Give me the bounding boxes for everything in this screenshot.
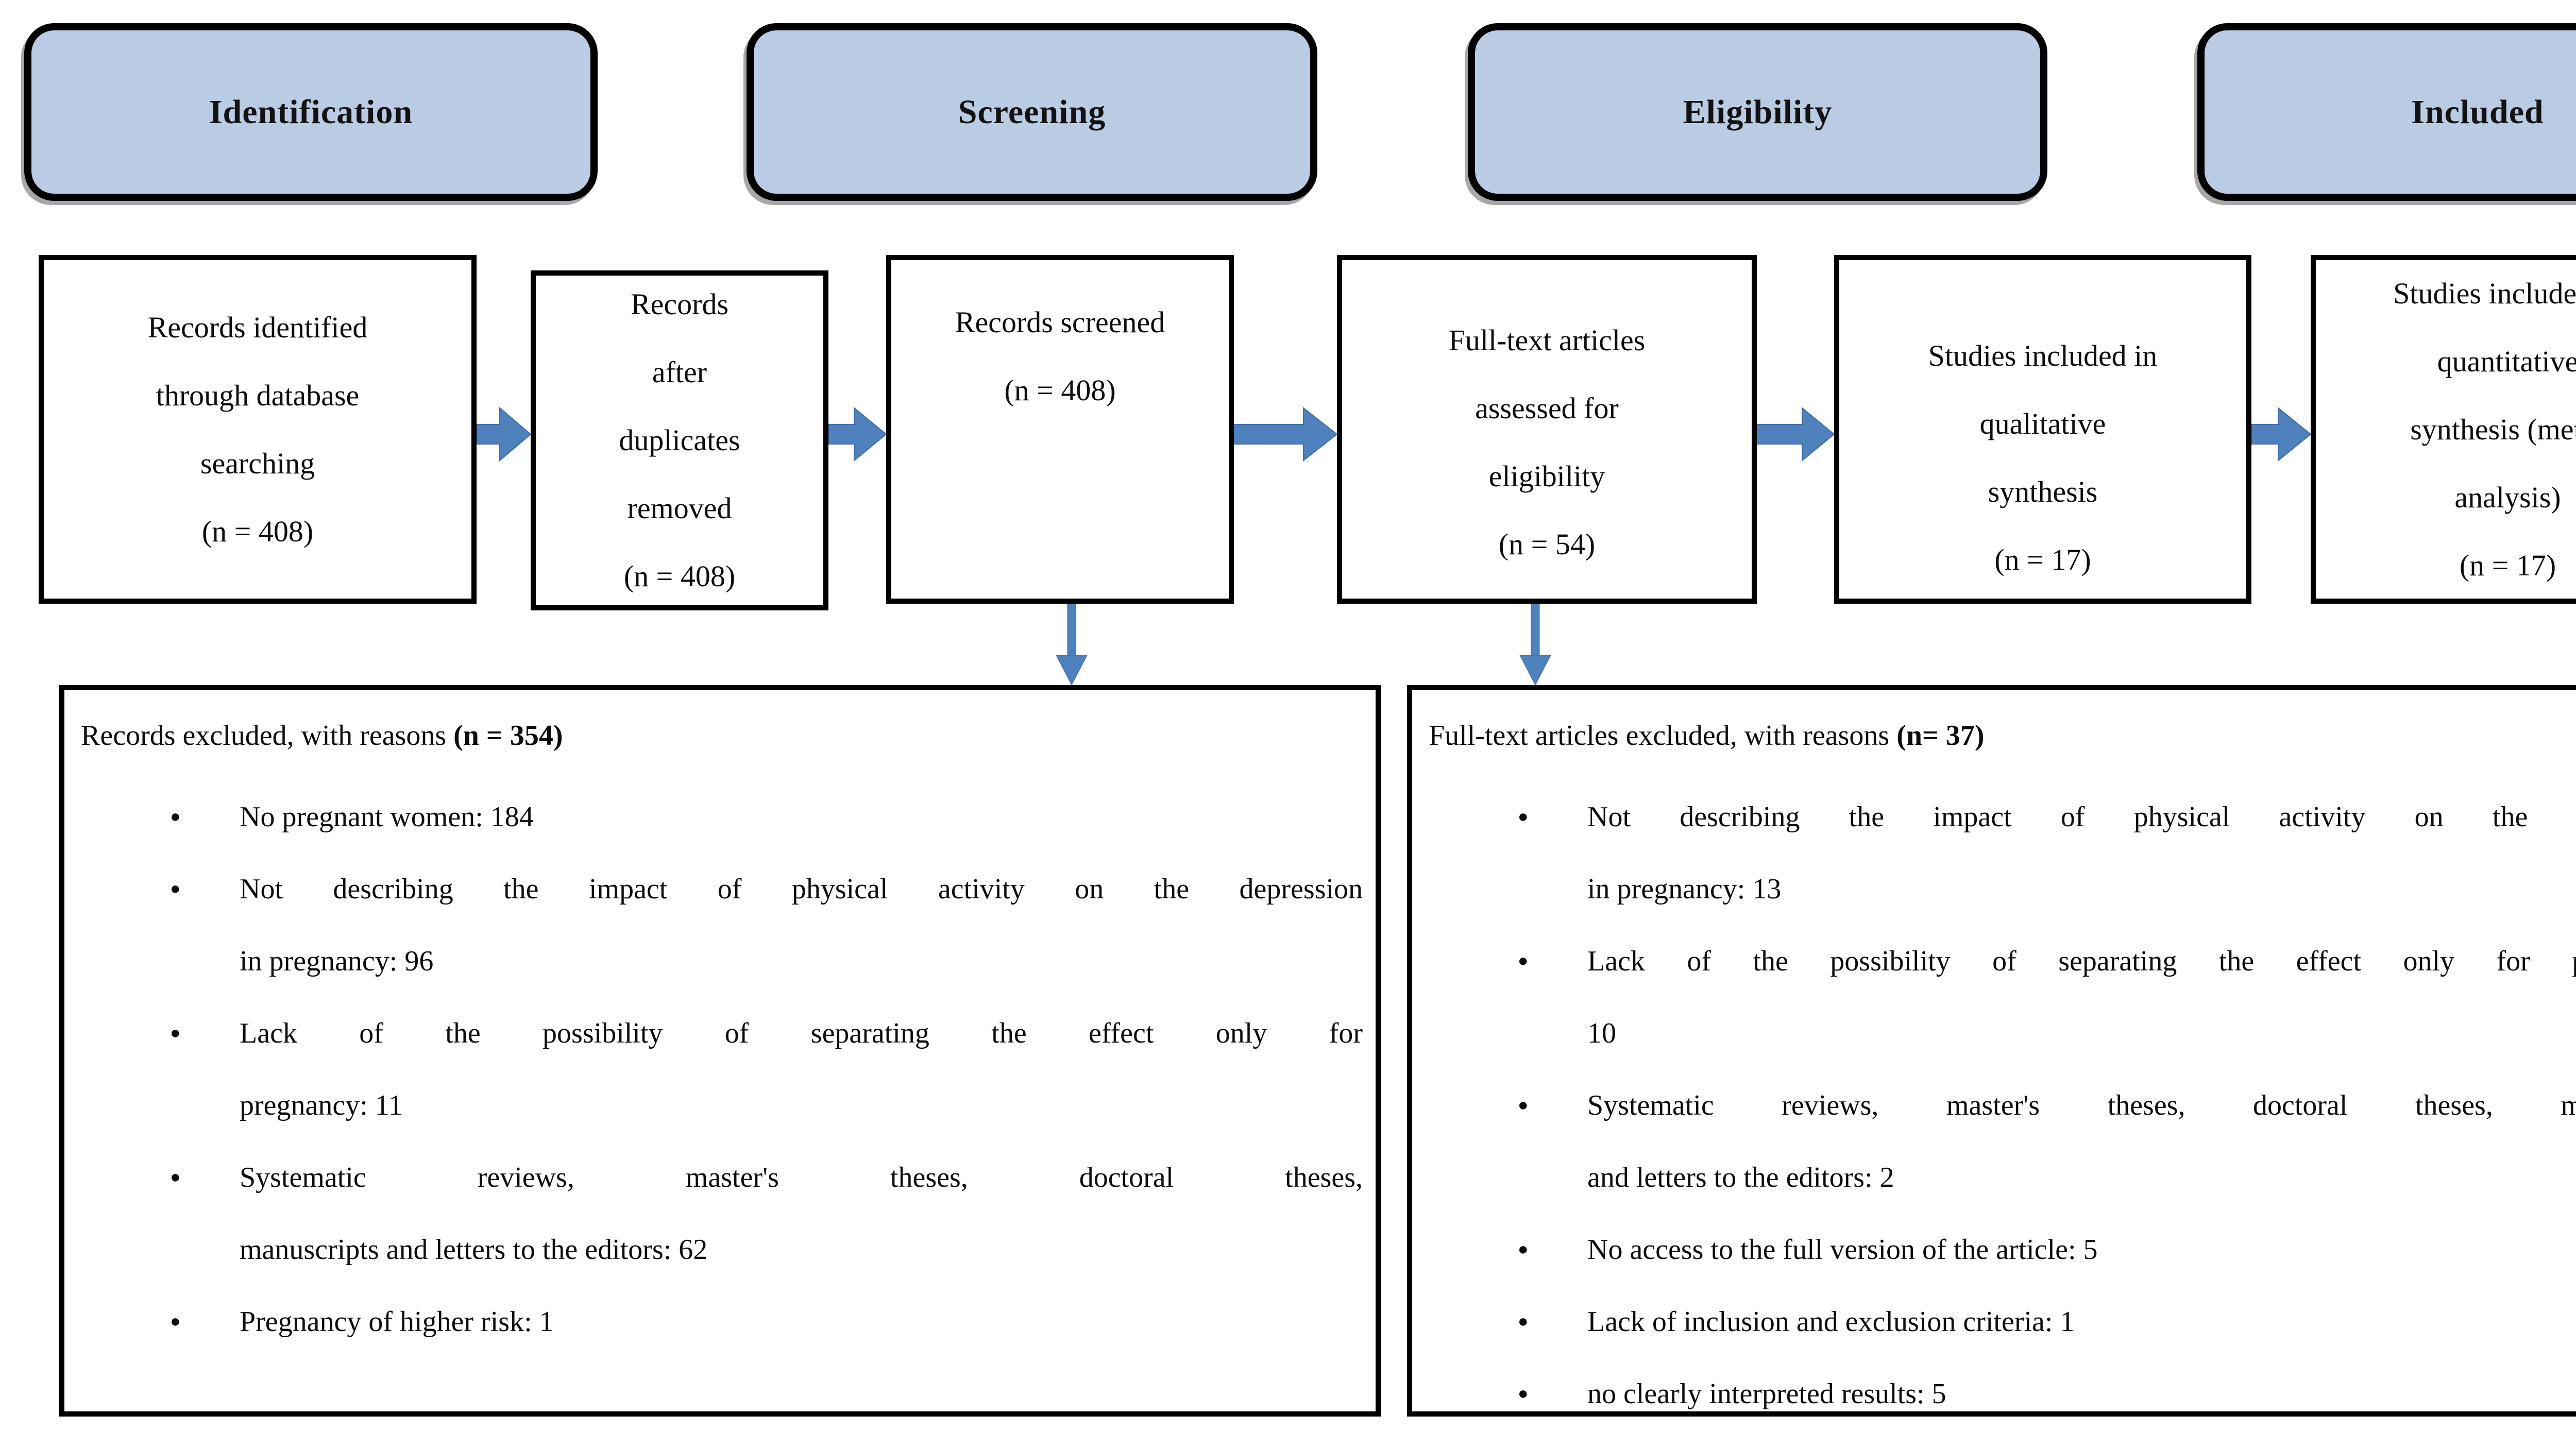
- flow-box-fulltext-assessed: Full-text articles assessed for eligibil…: [1337, 255, 1757, 604]
- flow-box-line: analysis): [2454, 480, 2561, 514]
- flow-box-line: synthesis (meta-: [2410, 412, 2576, 446]
- exclusion-reason-item: No pregnant women: 184: [170, 781, 1363, 853]
- stage-included: Included: [2197, 23, 2576, 201]
- flow-box-line: after: [652, 355, 707, 389]
- exclusion-reason-item: Lack of the possibility of separating th…: [1518, 925, 2576, 1069]
- arrow-right-icon: [1234, 406, 1337, 463]
- arrow-right-icon: [1757, 406, 1834, 463]
- excluded-title-text: Full-text articles excluded, with reason…: [1429, 720, 1890, 752]
- stage-label: Screening: [958, 93, 1106, 131]
- exclusion-reason-item: Lack of inclusion and exclusion criteria…: [1518, 1286, 2576, 1358]
- records-excluded-box: Records excluded, with reasons (n = 354)…: [59, 685, 1381, 1417]
- reason-line: Systematic reviews, master's theses, doc…: [240, 1162, 1363, 1194]
- exclusion-reason-item: Systematic reviews, master's theses, doc…: [170, 1141, 1363, 1286]
- exclusion-reasons-list: Not describing the impact of physical ac…: [1518, 781, 2576, 1432]
- flow-box-line: (n = 17): [1994, 543, 2091, 576]
- flow-box-records-screened: Records screened (n = 408): [886, 255, 1234, 604]
- flow-box-line: (n = 54): [1498, 527, 1596, 561]
- stage-label: Included: [2411, 93, 2544, 131]
- exclusion-reasons-list: No pregnant women: 184 Not describing th…: [170, 781, 1376, 1358]
- flow-box-line: qualitative: [1979, 407, 2106, 440]
- reason-line: Systematic reviews, master's theses, doc…: [1587, 1089, 2576, 1121]
- excluded-count: (n = 354): [453, 720, 563, 752]
- reason-line: and letters to the editors: 2: [1587, 1162, 1894, 1194]
- reason-line: manuscripts and letters to the editors: …: [240, 1234, 708, 1266]
- reason-line: pregnancy: 11: [240, 1089, 403, 1121]
- flow-box-records-identified: Records identified through database sear…: [39, 255, 477, 604]
- arrow-down-icon: [1055, 604, 1088, 686]
- arrow-right-icon: [828, 406, 886, 463]
- reason-line: in pregnancy: 13: [1587, 873, 1782, 905]
- flow-box-line: Records identified: [147, 310, 368, 344]
- flow-box-line: (n = 408): [201, 514, 314, 548]
- stage-eligibility: Eligibility: [1468, 23, 2047, 201]
- reason-line: Lack of a standardized scale of depressi…: [1587, 1430, 2576, 1432]
- flow-box-line: duplicates: [619, 423, 740, 457]
- flow-box-line: assessed for: [1475, 391, 1619, 425]
- exclusion-reason-item: Not describing the impact of physical ac…: [1518, 781, 2576, 925]
- excluded-count: (n= 37): [1896, 720, 1985, 752]
- exclusion-reason-item: No access to the full version of the art…: [1518, 1214, 2576, 1286]
- reason-line: Lack of the possibility of separating th…: [240, 1017, 1363, 1049]
- reason-line: No pregnant women: 184: [240, 801, 534, 833]
- flow-box-line: through database: [156, 378, 360, 412]
- exclusion-reason-item: Systematic reviews, master's theses, doc…: [1518, 1069, 2576, 1214]
- stage-screening: Screening: [747, 23, 1317, 201]
- flow-box-line: Studies included in: [1928, 339, 2158, 372]
- flow-box-quantitative-synthesis: Studies included in quantitative synthes…: [2311, 255, 2576, 604]
- flow-box-line: (n = 408): [623, 559, 736, 593]
- excluded-title-text: Records excluded, with reasons: [81, 720, 447, 752]
- flow-box-line: quantitative: [2437, 344, 2576, 378]
- arrow-right-icon: [2251, 406, 2311, 463]
- stage-label: Identification: [209, 93, 413, 131]
- stage-label: Eligibility: [1683, 93, 1833, 131]
- fulltext-excluded-box: Full-text articles excluded, with reason…: [1407, 685, 2576, 1432]
- flow-box-line: Full-text articles: [1448, 323, 1646, 357]
- exclusion-reason-item: Pregnancy of higher risk: 1: [170, 1286, 1363, 1358]
- reason-line: Lack of inclusion and exclusion criteria…: [1587, 1306, 2075, 1338]
- reason-line: Not describing the impact of physical ac…: [1587, 801, 2576, 833]
- flow-box-line: Records: [630, 287, 729, 321]
- flow-box-line: (n = 17): [2459, 548, 2556, 582]
- arrow-down-icon: [1519, 604, 1552, 686]
- exclusion-reason-item: Lack of the possibility of separating th…: [170, 997, 1363, 1141]
- flow-box-qualitative-synthesis: Studies included in qualitative synthesi…: [1834, 255, 2251, 604]
- exclusion-reason-item: Not describing the impact of physical ac…: [170, 853, 1363, 997]
- flow-box-line: Records screened: [955, 305, 1165, 339]
- flow-box-line: eligibility: [1488, 459, 1605, 493]
- arrow-right-icon: [477, 406, 531, 463]
- flow-box-line: synthesis: [1988, 475, 2098, 508]
- excluded-title: Full-text articles excluded, with reason…: [1429, 715, 2576, 756]
- reason-line: 10: [1587, 1017, 1616, 1049]
- excluded-title: Records excluded, with reasons (n = 354): [81, 715, 1376, 756]
- exclusion-reason-item: Lack of a standardized scale of depressi…: [1518, 1430, 2576, 1432]
- reason-line: no clearly interpreted results: 5: [1587, 1378, 1946, 1410]
- flow-box-records-after-duplicates: Records after duplicates removed (n = 40…: [531, 270, 828, 610]
- flow-box-line: searching: [200, 446, 315, 480]
- reason-line: Not describing the impact of physical ac…: [240, 873, 1363, 905]
- reason-line: No access to the full version of the art…: [1587, 1234, 2098, 1266]
- flow-box-line: (n = 408): [1004, 373, 1116, 407]
- reason-line: in pregnancy: 96: [240, 945, 434, 977]
- flow-box-line: Studies included in: [2393, 276, 2576, 310]
- reason-line: Lack of the possibility of separating th…: [1587, 945, 2576, 977]
- stage-identification: Identification: [24, 23, 598, 201]
- exclusion-reason-item: no clearly interpreted results: 5: [1518, 1358, 2576, 1430]
- reason-line: Pregnancy of higher risk: 1: [240, 1306, 554, 1338]
- flow-box-line: removed: [627, 491, 732, 525]
